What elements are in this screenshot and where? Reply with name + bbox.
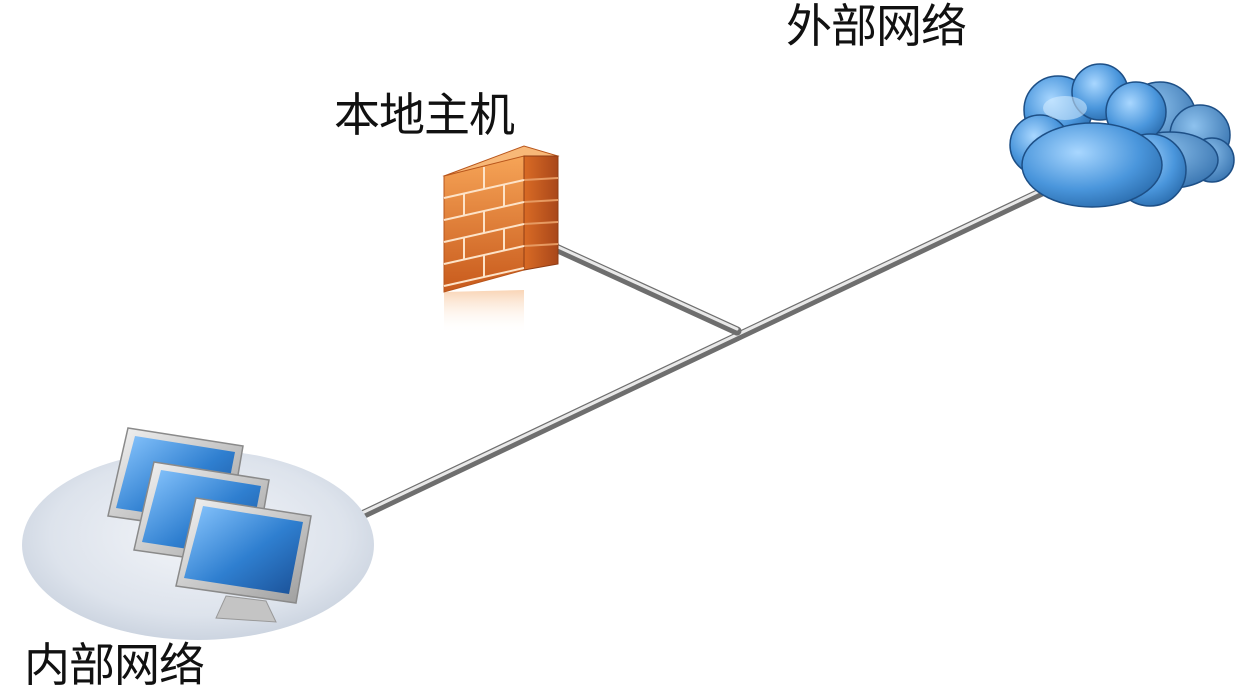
internal-network-node[interactable]	[22, 427, 374, 640]
internal-network-label: 内部网络	[24, 638, 205, 692]
firewall-icon	[442, 145, 560, 334]
local-host-node[interactable]	[442, 145, 560, 334]
computers-icon	[107, 427, 312, 623]
cable-internal-to-external	[357, 165, 1093, 520]
external-network-label: 外部网络	[786, 0, 967, 53]
local-host-label: 本地主机	[334, 88, 515, 142]
cloud-icon	[1009, 63, 1235, 208]
external-network-node[interactable]	[1009, 63, 1235, 208]
